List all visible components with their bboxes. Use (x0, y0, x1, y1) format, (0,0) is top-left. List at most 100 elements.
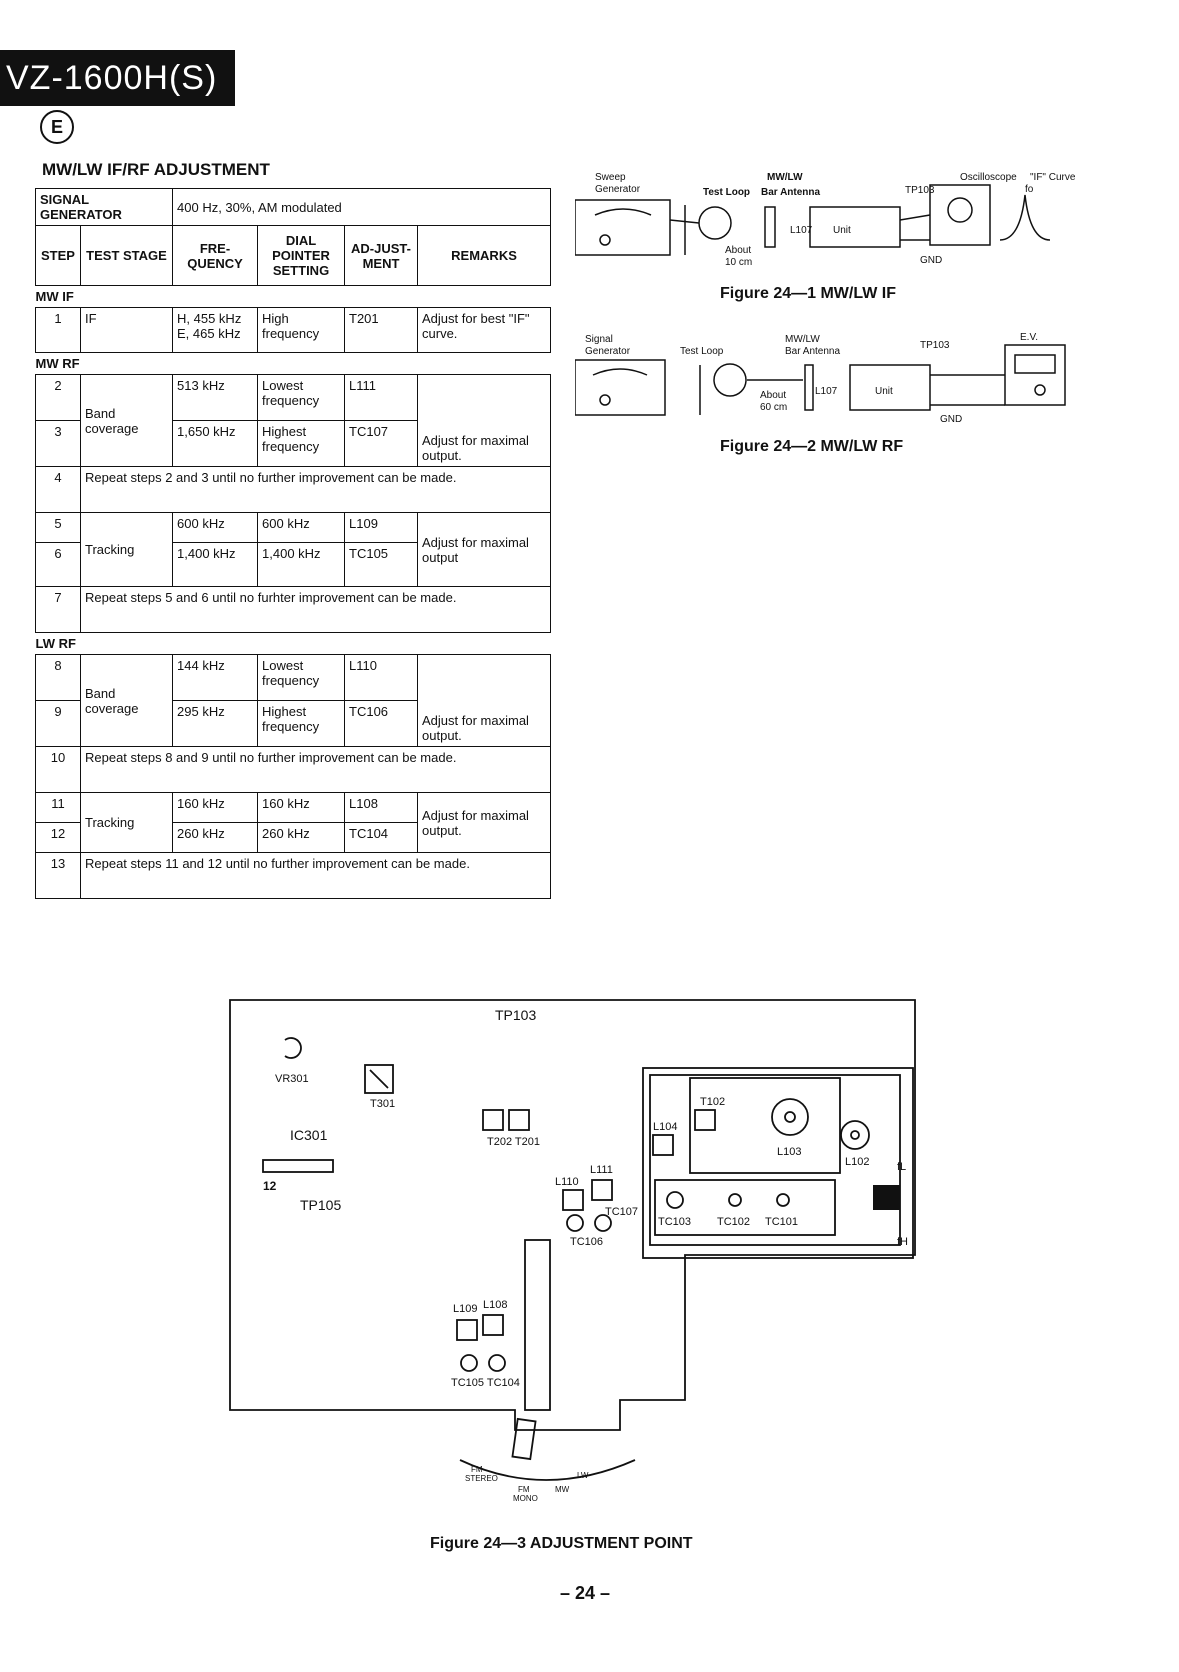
adjustment-table: SIGNAL GENERATOR 400 Hz, 30%, AM modulat… (34, 188, 552, 899)
freq-cell: 513 kHz (172, 374, 259, 421)
fig3-ic301-label: IC301 (290, 1127, 328, 1143)
table-row: 3 1,650 kHz Highest frequency TC107 (35, 420, 551, 467)
l108-coil (482, 1314, 504, 1336)
tuning-shaft (873, 1185, 900, 1210)
table-row: 10 Repeat steps 8 and 9 until no further… (35, 746, 552, 793)
dial-cell: 160 kHz (257, 792, 346, 823)
fig2-ev-meter-box (1004, 344, 1066, 406)
section-mw-if: MW IF (35, 285, 551, 308)
adj-cell: TC104 (344, 822, 419, 853)
freq-cell: 1,400 kHz (172, 542, 259, 587)
stage-cell: IF (79, 307, 174, 353)
section-row: MW RF (35, 352, 551, 375)
signal-generator-label: SIGNAL GENERATOR (34, 188, 174, 226)
fig3-tc102-label: TC102 (717, 1216, 750, 1228)
ic301-outline (262, 1159, 334, 1173)
stage-cell: Tracking (79, 512, 174, 587)
table-row: 9 295 kHz Highest frequency TC106 (35, 700, 551, 747)
note-cell: Repeat steps 2 and 3 until no further im… (79, 466, 552, 513)
t202-coil (482, 1109, 504, 1131)
stage-cell: Band coverage (79, 654, 174, 747)
l111-coil (591, 1179, 613, 1201)
fig1-gnd-label: GND (920, 255, 942, 266)
pcb-outline (229, 999, 916, 1431)
fig3-mw-label: MW (555, 1485, 570, 1494)
fig1-sweep-gen-label-1: Sweep (595, 172, 626, 183)
dial-cell: 260 kHz (257, 822, 346, 853)
model-label: VZ-1600H(S) (0, 50, 235, 106)
note-cell: Repeat steps 11 and 12 until no further … (79, 852, 552, 899)
adj-cell: T201 (344, 307, 419, 353)
header-step: STEP (35, 225, 81, 286)
header-dial: DIAL POINTER SETTING (257, 225, 346, 286)
trimmer-compartment (654, 1179, 836, 1236)
fig3-l104-label: L104 (653, 1121, 677, 1133)
fig1-test-loop (698, 206, 732, 240)
adj-cell: TC105 (344, 542, 419, 587)
fig2-unit-box (849, 364, 931, 411)
tuner-top-compartment (689, 1077, 841, 1174)
fig3-l111-label: L111 (590, 1164, 613, 1176)
fig2-signal-generator-box (575, 359, 666, 416)
fig2-test-loop-label: Test Loop (680, 346, 724, 357)
t102-coil (694, 1109, 716, 1131)
figure-24-2-diagram: Signal Generator Test Loop MW/LW Bar Ant… (575, 332, 1066, 425)
fig1-sweep-gen-label-2: Generator (595, 184, 641, 195)
freq-cell: 295 kHz (172, 700, 259, 747)
step-cell: 6 (35, 542, 81, 587)
fig3-l109-label: L109 (453, 1303, 477, 1315)
freq-cell: 600 kHz (172, 512, 259, 543)
remarks-cell: Adjust for best "IF" curve. (417, 307, 552, 353)
fig1-wire (899, 214, 931, 221)
table-row: 2 Band coverage 513 kHz Lowest frequency… (35, 374, 552, 467)
fig1-scope-label: Oscilloscope (960, 172, 1017, 183)
adj-cell: L111 (344, 374, 419, 421)
fig3-l108-label: L108 (483, 1299, 507, 1311)
signal-generator-value: 400 Hz, 30%, AM modulated (172, 188, 552, 226)
section-title: MW/LW IF/RF ADJUSTMENT (42, 160, 270, 179)
freq-cell: 1,650 kHz (172, 420, 259, 467)
fig2-coil-label: L107 (815, 386, 838, 397)
step-cell: 3 (35, 420, 81, 467)
l102-coil (840, 1120, 870, 1150)
tc105-trimmer (460, 1354, 478, 1372)
step-cell: 8 (35, 654, 81, 701)
fig1-if-curve-label: "IF" Curve (1030, 172, 1076, 183)
figure-24-3-caption: Figure 24—3 ADJUSTMENT POINT (430, 1535, 693, 1552)
fig2-antenna-label-1: MW/LW (785, 334, 820, 345)
table-header-row: STEP TEST STAGE FRE-QUENCY DIAL POINTER … (35, 225, 552, 286)
adj-cell: TC107 (344, 420, 419, 467)
step-cell: 12 (35, 822, 81, 853)
fig3-l103-label: L103 (777, 1146, 801, 1158)
figure-24-2-caption: Figure 24—2 MW/LW RF (720, 438, 904, 455)
fig3-fh-label: fH (897, 1236, 908, 1248)
fig3-fm-stereo-label-2: STEREO (465, 1474, 498, 1483)
section-mw-rf: MW RF (35, 352, 551, 375)
tc107-trimmer (594, 1214, 612, 1232)
fig2-unit-label: Unit (875, 386, 893, 397)
t301-slot (369, 1069, 389, 1089)
section-row: MW IF (35, 285, 551, 308)
remarks-cell: Adjust for maximal output (417, 512, 552, 587)
step-cell: 9 (35, 700, 81, 747)
step-cell: 10 (35, 746, 81, 793)
fig1-coil-label: L107 (790, 225, 813, 236)
fig1-unit-label: Unit (833, 225, 851, 236)
step-cell: 13 (35, 852, 81, 899)
fig1-antenna-label-1: MW/LW (767, 172, 803, 183)
fig2-ev-label: E.V. (1020, 332, 1038, 343)
step-cell: 7 (35, 586, 81, 633)
fig1-test-loop-label: Test Loop (703, 187, 750, 198)
fig2-test-loop (713, 363, 747, 397)
band-selector-arc (459, 1459, 636, 1481)
table-row: 7 Repeat steps 5 and 6 until no furhter … (35, 586, 552, 633)
table-row: 1 IF H, 455 kHz E, 465 kHz High frequenc… (35, 307, 552, 353)
section-lw-rf: LW RF (35, 632, 551, 655)
fig1-antenna-label-2: Bar Antenna (761, 187, 821, 198)
fig2-antenna-label-2: Bar Antenna (785, 346, 840, 357)
freq-cell: 160 kHz (172, 792, 259, 823)
l102-core (850, 1130, 860, 1140)
l103-core (784, 1111, 796, 1123)
fig1-bar-antenna (764, 206, 776, 248)
table-row: SIGNAL GENERATOR 400 Hz, 30%, AM modulat… (34, 188, 552, 226)
